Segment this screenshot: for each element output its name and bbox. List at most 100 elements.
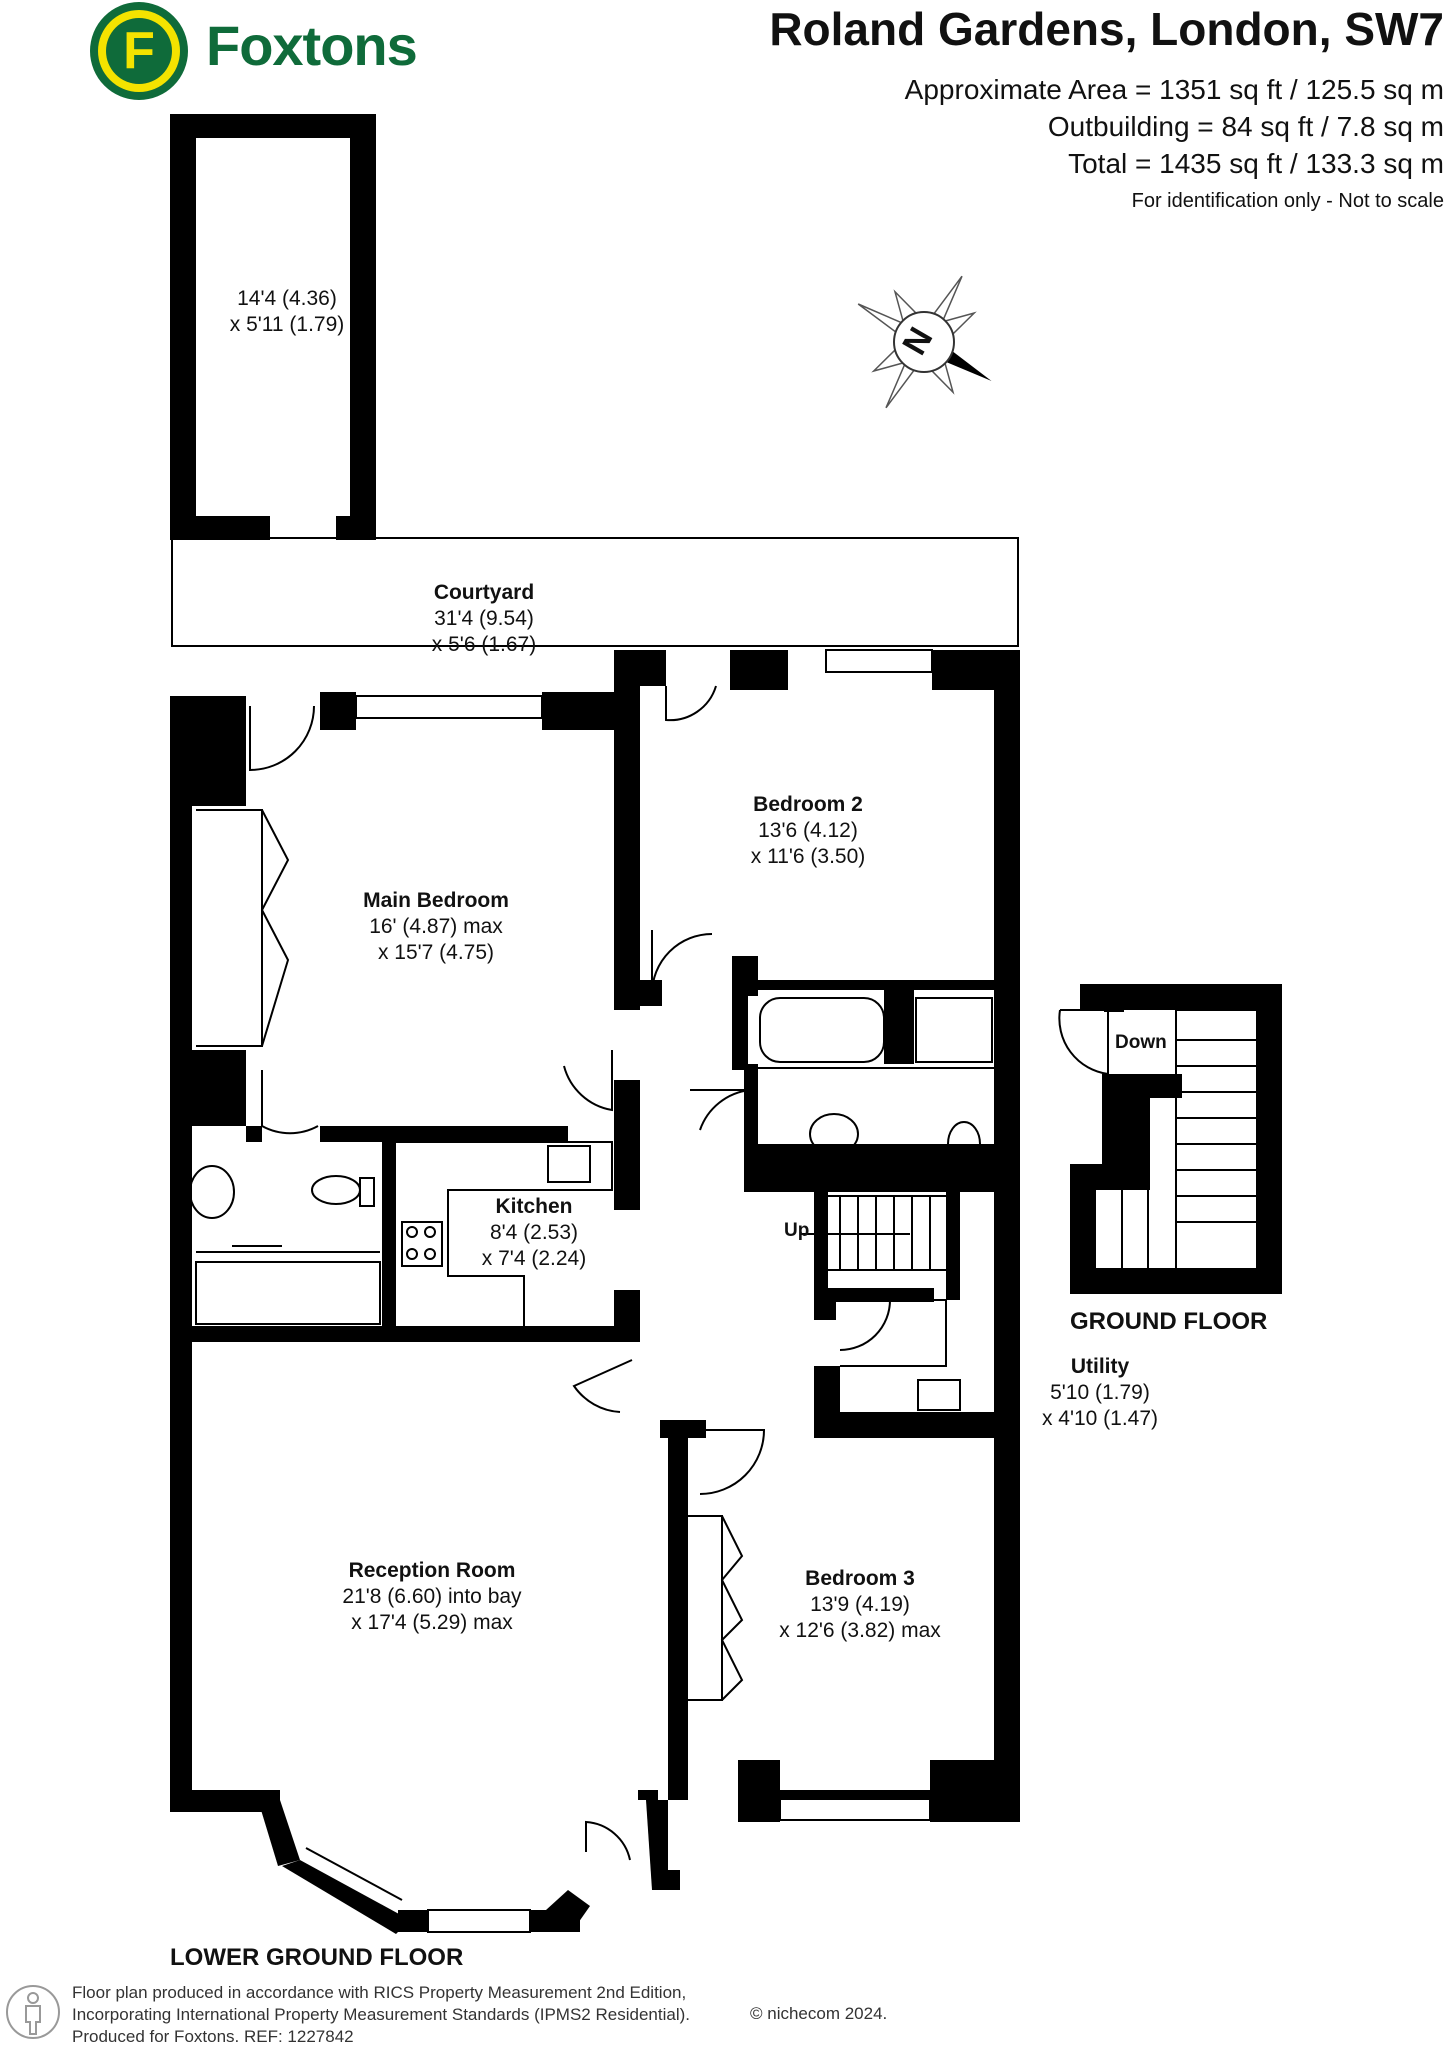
wall (170, 1790, 280, 1812)
wall (382, 1126, 396, 1336)
wall (744, 1064, 758, 1144)
hob (401, 1221, 443, 1267)
wall (320, 1126, 568, 1142)
basin (189, 1165, 235, 1219)
basin (809, 1113, 859, 1155)
wall (614, 1110, 640, 1210)
hob-ring (424, 1226, 436, 1238)
wall (614, 650, 640, 740)
courtyard-outline (171, 537, 1019, 647)
wall (282, 1860, 410, 1934)
door-swing (1058, 1009, 1109, 1076)
door-swing (572, 1359, 633, 1413)
wall (668, 1430, 688, 1800)
wall (170, 516, 270, 540)
sink (547, 1145, 591, 1183)
hob-ring (406, 1226, 418, 1238)
wall (732, 980, 1020, 990)
door-swing (261, 1070, 319, 1135)
wall (814, 1412, 1020, 1438)
stairs-up-label: Up (784, 1220, 810, 1241)
wall (170, 696, 192, 1806)
wall (542, 692, 614, 730)
window (305, 1847, 403, 1901)
door-swing (563, 1050, 613, 1112)
wall (170, 1326, 640, 1342)
wall (1102, 1074, 1182, 1098)
room-reception: Reception Room 21'8 (6.60) into bay x 17… (342, 1559, 522, 1634)
door-swing (249, 705, 315, 772)
wardrobe (688, 1515, 723, 1701)
door-swing (690, 1089, 751, 1131)
wall (814, 1288, 934, 1302)
room-outbuilding: 14'4 (4.36) x 5'11 (1.79) (229, 287, 345, 336)
footer-disclaimer: Floor plan produced in accordance with R… (72, 1983, 690, 2046)
wall (614, 730, 640, 1010)
property-title: Roland Gardens, London, SW7 (769, 3, 1444, 55)
stairs-down (1121, 1009, 1256, 1268)
wall (170, 114, 196, 540)
scale-note: For identification only - Not to scale (1131, 190, 1444, 212)
bath (759, 997, 885, 1063)
wall (930, 1760, 1020, 1822)
wall (336, 516, 376, 540)
toilet-cistern (359, 1177, 375, 1207)
utility-outline (840, 1299, 947, 1367)
room-bedroom-2: Bedroom 2 13'6 (4.12) x 11'6 (3.50) (750, 793, 866, 868)
compass-icon (857, 275, 992, 409)
window (427, 1909, 531, 1933)
wall (546, 1890, 590, 1926)
wall (744, 1144, 1020, 1192)
wall (732, 990, 748, 1070)
wall (1104, 984, 1124, 1012)
window (779, 1797, 931, 1821)
wardrobe (196, 809, 263, 1047)
room-utility: Utility 5'10 (1.79) x 4'10 (1.47) (1041, 1355, 1159, 1430)
wall (258, 1800, 300, 1866)
kitchen-counter (396, 1141, 613, 1326)
wardrobe-doors (720, 1515, 744, 1701)
wall (646, 1800, 668, 1890)
wall (884, 990, 914, 1064)
wall (814, 1190, 828, 1300)
room-bedroom-3: Bedroom 3 13'9 (4.19) x 12'6 (3.82) max (779, 1567, 941, 1642)
ground-floor-label: GROUND FLOOR (1070, 1308, 1268, 1335)
room-kitchen: Kitchen 8'4 (2.53) x 7'4 (2.24) (481, 1195, 587, 1270)
copyright: © nichecom 2024. (750, 2004, 888, 2023)
utility-sink (917, 1379, 961, 1411)
door-swing (585, 1820, 631, 1861)
approx-area: Approximate Area = 1351 sq ft / 125.5 sq… (904, 74, 1444, 105)
shower (915, 997, 993, 1063)
foxtons-logo: F Foxtons (90, 0, 430, 104)
window (355, 695, 543, 719)
room-main-bedroom: Main Bedroom 16' (4.87) max x 15'7 (4.75… (363, 889, 509, 964)
toilet (311, 1175, 361, 1205)
window (825, 649, 933, 673)
wall (994, 650, 1020, 1800)
hob-ring (406, 1248, 418, 1260)
wall (1070, 1268, 1282, 1294)
door-swing (699, 1429, 766, 1495)
person-icon (6, 1985, 60, 2039)
wall (946, 1190, 960, 1300)
stairs-up (800, 1195, 946, 1271)
hob-ring (424, 1248, 436, 1260)
door-swing (665, 685, 717, 722)
door-swing (651, 930, 713, 995)
wardrobe-doors (260, 809, 290, 1047)
wall (738, 1760, 780, 1822)
wall (320, 692, 356, 730)
lower-ground-floor-label: LOWER GROUND FLOOR (170, 1944, 464, 1971)
toilet (947, 1121, 981, 1167)
wall (780, 1790, 930, 1800)
door-swing (839, 1299, 892, 1351)
window (297, 1861, 397, 1915)
wall (350, 114, 376, 540)
bath (195, 1261, 381, 1325)
wall (638, 1790, 658, 1800)
room-courtyard: Courtyard 31'4 (9.54) x 5'6 (1.67) (431, 581, 537, 656)
total-area: Total = 1435 sq ft / 133.3 sq m (1068, 148, 1444, 179)
wall (1256, 984, 1282, 1294)
wall (640, 650, 666, 686)
